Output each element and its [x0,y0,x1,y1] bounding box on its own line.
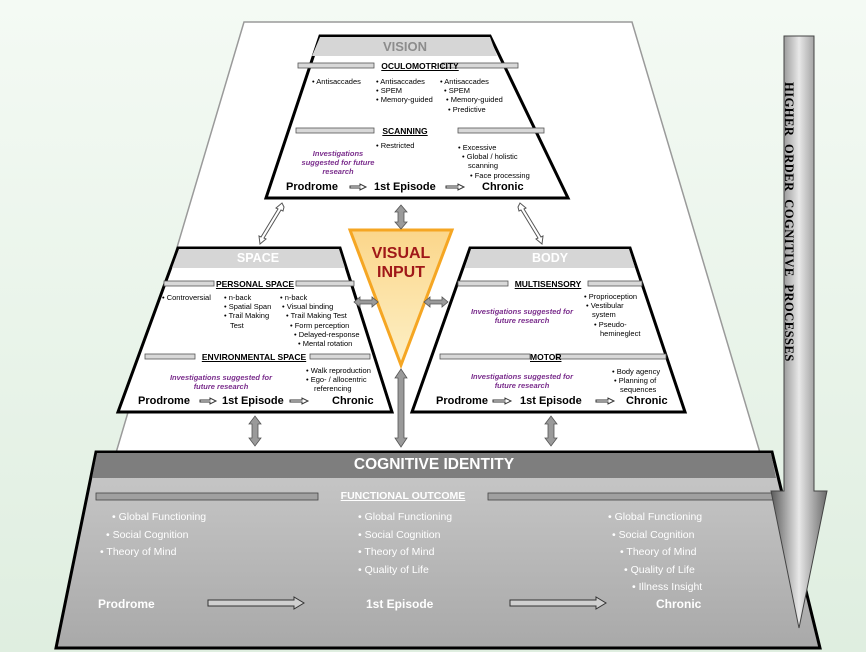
space-env-chronic: • Walk reproduction • Ego- / allocentric… [306,366,371,394]
vision-stage-prodrome: Prodrome [286,181,338,193]
visual-input-triangle [347,228,455,370]
body-stage-prodrome: Prodrome [436,395,488,407]
space-header [172,249,345,268]
ci-chronic-list: • Global Functioning • Social Cognition … [608,511,703,593]
space-stage-prodrome: Prodrome [138,395,190,407]
ci-prodrome-list: • Global Functioning • Social Cognition … [100,511,207,558]
side-arrow [770,35,828,629]
vision-oculo-prodrome: • Antisaccades [312,77,361,86]
body-box [409,246,688,414]
vision-investigations: Investigations suggested for future rese… [301,149,375,176]
space-investigations: Investigations suggested for future rese… [169,373,273,391]
body-motor-chronic: • Body agency • Planning of sequences [612,367,661,395]
multisensory-heading: MULTISENSORY [514,279,582,289]
vision-stage-chronic: Chronic [482,181,524,193]
visual-input-label: VISUAL INPUT [371,245,431,281]
motor-heading: MOTOR [530,352,562,362]
cognitive-identity-box [54,450,822,650]
ci-stage-chronic: Chronic [656,597,702,611]
space-stage-first: 1st Episode [222,395,284,407]
ci-stage-prodrome: Prodrome [98,597,155,611]
vision-scan-chronic: • Excessive • Global / holistic scanning… [458,143,530,180]
vision-header [312,37,497,56]
body-stage-chronic: Chronic [626,395,668,407]
cognitive-identity-header [92,453,776,478]
vision-title: VISION [382,39,428,54]
functional-outcome-heading: FUNCTIONAL OUTCOME [340,490,466,502]
body-stage-first: 1st Episode [520,395,582,407]
vision-oculo-chronic: • Antisaccades • SPEM • Memory-guided • … [440,77,503,114]
environmental-space-heading: ENVIRONMENTAL SPACE [201,352,307,362]
vision-stage-first: 1st Episode [374,181,436,193]
vision-scan-first: • Restricted [376,141,415,150]
vision-oculo-first: • Antisaccades • SPEM • Memory-guided [376,77,433,105]
ci-stage-first: 1st Episode [366,597,434,611]
oculomotricity-heading: OCULOMOTRICITY [381,61,459,71]
space-personal-first: • n-back • Spatial Span • Trail Making T… [224,293,272,330]
ci-first-list: • Global Functioning • Social Cognition … [358,511,453,576]
space-personal-prodrome: • Controversial [162,293,211,302]
space-stage-chronic: Chronic [332,395,374,407]
vision-box [263,34,571,200]
scanning-heading: SCANNING [382,126,428,136]
cognitive-identity-title: COGNITIVE IDENTITY [353,456,515,473]
space-personal-chronic: • n-back • Visual binding • Trail Making… [280,293,360,349]
space-title: SPACE [236,251,280,265]
body-header [465,249,635,268]
body-motor-investigations: Investigations suggested for future rese… [470,372,574,390]
body-multi-chronic: • Proprioception • Vestibular system • P… [584,292,641,338]
space-box [115,246,395,414]
body-title: BODY [531,251,569,265]
body-multi-investigations: Investigations suggested for future rese… [470,307,574,325]
personal-space-heading: PERSONAL SPACE [215,279,295,289]
